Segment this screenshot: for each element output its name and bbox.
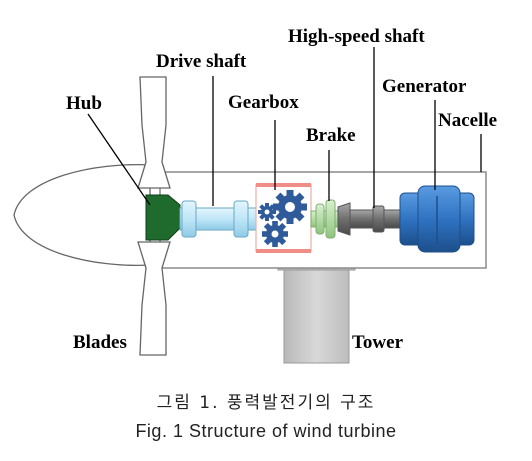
label-generator: Generator bbox=[382, 76, 467, 97]
caption-korean: 그림 1. 풍력발전기의 구조 bbox=[157, 393, 376, 413]
label-hub: Hub bbox=[66, 93, 102, 114]
generator-body bbox=[417, 185, 461, 253]
label-gearbox: Gearbox bbox=[228, 92, 299, 113]
brake-disc-2 bbox=[325, 199, 336, 239]
leader-hub bbox=[87, 113, 151, 206]
brake-disc-1 bbox=[315, 203, 325, 235]
label-brake: Brake bbox=[306, 125, 356, 146]
gear-medium-icon bbox=[262, 221, 288, 247]
label-nacelle: Nacelle bbox=[438, 110, 497, 131]
high-speed-shaft-collar bbox=[372, 205, 385, 233]
drive-shaft-collar-right bbox=[233, 200, 249, 238]
gear-small-top-icon bbox=[258, 203, 276, 221]
label-drive-shaft: Drive shaft bbox=[156, 51, 247, 72]
label-tower: Tower bbox=[352, 332, 404, 353]
tower bbox=[283, 267, 350, 364]
nose-cone bbox=[13, 163, 151, 267]
caption-english: Fig. 1 Structure of wind turbine bbox=[135, 421, 396, 441]
blade-lower bbox=[137, 241, 171, 356]
label-blades: Blades bbox=[73, 332, 127, 353]
label-high-speed-shaft: High-speed shaft bbox=[288, 26, 425, 47]
gear-large-icon bbox=[273, 190, 307, 224]
drive-shaft-collar-left bbox=[181, 200, 197, 238]
hub bbox=[145, 194, 181, 241]
high-speed-shaft-coupling bbox=[337, 202, 351, 236]
blade-upper bbox=[137, 76, 171, 189]
